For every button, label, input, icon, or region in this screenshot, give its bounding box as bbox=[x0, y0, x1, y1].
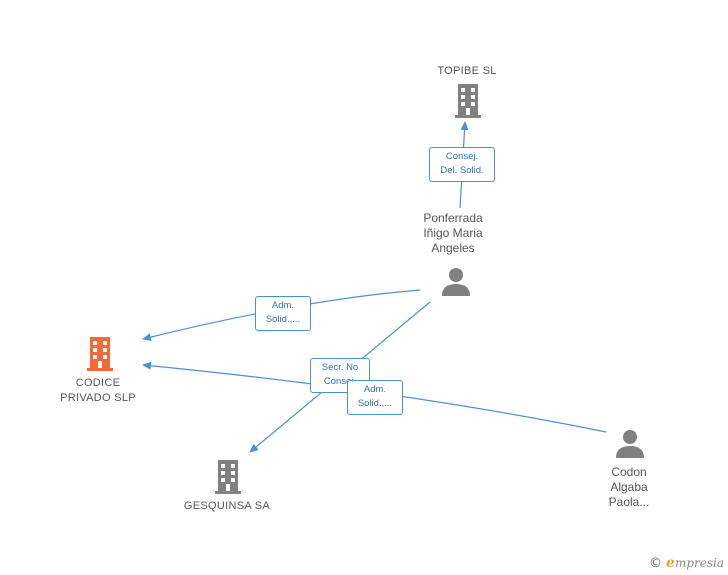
brand-initial: e bbox=[666, 555, 675, 571]
node-ponferrada-label[interactable]: Ponferrada Iñigo Maria Angeles bbox=[423, 211, 483, 255]
person-icon[interactable] bbox=[614, 428, 646, 460]
edge-label-consej[interactable]: Consej. Del. Solid. bbox=[429, 147, 495, 182]
node-codon-label[interactable]: Codon Algaba Paola... bbox=[608, 465, 650, 509]
edge-label-adm-ponferrada[interactable]: Adm. Solid.,... bbox=[255, 296, 311, 331]
person-icon[interactable] bbox=[440, 266, 472, 298]
edge-label-adm-codon[interactable]: Adm. Solid.,... bbox=[347, 380, 403, 415]
building-icon[interactable] bbox=[452, 84, 484, 118]
building-icon[interactable] bbox=[84, 337, 116, 371]
building-icon[interactable] bbox=[212, 460, 244, 494]
copyright-icon: © bbox=[649, 556, 663, 571]
brand-logo: ©empresia bbox=[649, 555, 724, 571]
node-codice-label[interactable]: CODICE PRIVADO SLP bbox=[60, 377, 136, 404]
node-topibe-label[interactable]: TOPIBE SL bbox=[437, 65, 497, 77]
node-gesquinsa-label[interactable]: GESQUINSA SA bbox=[183, 500, 271, 512]
brand-name: mpresia bbox=[674, 556, 724, 570]
